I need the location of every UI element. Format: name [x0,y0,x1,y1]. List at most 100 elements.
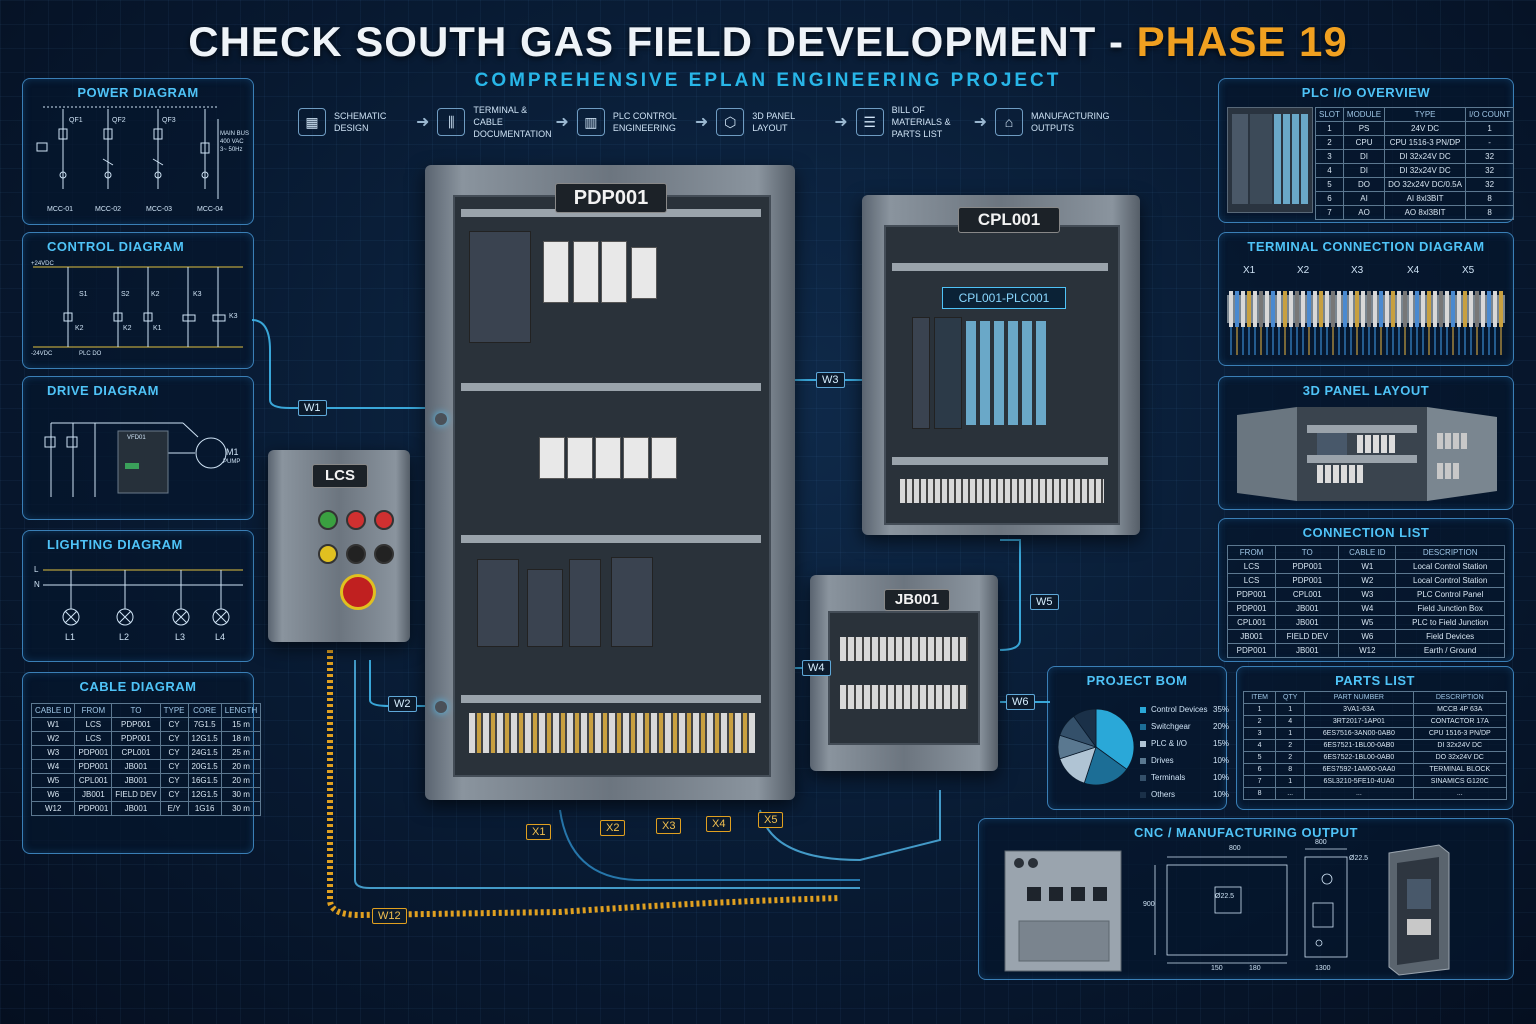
legend-label: Control Devices [1151,705,1208,714]
selector-switch[interactable] [374,544,394,564]
pie-slice-1 [1083,746,1128,786]
relay-label: K2 [123,325,132,332]
dimension-label: 180 [1249,965,1261,972]
contactor [631,247,657,299]
table-cell: JB001 [1275,643,1340,658]
table-cell: 30 m [220,801,262,816]
vfd-drive [569,559,601,647]
wire-label-w2: W2 [388,696,417,712]
relay-label: K2 [75,325,84,332]
workflow-step-plc[interactable]: ▥PLC CONTROL ENGINEERING [576,108,693,136]
panel-title: POWER DIAGRAM [77,85,199,100]
main-breaker [469,231,531,343]
power-diagram-panel[interactable]: POWER DIAGRAM QF1 QF2 QF3 MAIN BUS 400 V… [22,78,254,225]
vfd-drive [527,569,563,647]
legend-swatch [1140,740,1146,747]
plc-do-label: PLC DO [79,351,102,357]
terminal-label-x5: X5 [758,812,784,828]
3d-panel-layout-panel[interactable]: 3D PANEL LAYOUT [1218,376,1514,510]
plc-rack-image [1227,107,1313,213]
start-button[interactable] [318,510,338,530]
plc-cpu [934,317,962,429]
stop-button[interactable] [346,510,366,530]
wire-w1 [251,319,440,409]
supply-negative-label: -24VDC [31,351,53,357]
control-diagram-panel[interactable]: CONTROL DIAGRAM +24VDC -24VDC S1 S2 K2 K… [22,232,254,369]
table-cell: ... [1304,787,1414,800]
lighting-diagram-panel[interactable]: LIGHTING DIAGRAM L N L1 L2 L3 L4 [22,530,254,662]
switch-label: S2 [121,291,130,298]
stop-button[interactable] [374,510,394,530]
title-accent: PHASE 19 [1136,18,1348,65]
legend-swatch [1140,723,1146,730]
panel-title: CNC / MANUFACTURING OUTPUT [1134,825,1358,840]
workflow-label: BILL OF MATERIALS & PARTS LIST [891,105,951,139]
panel-title: 3D PANEL LAYOUT [1302,383,1430,398]
terminal-icon: ⫼ [437,108,466,136]
vfd-label: VFD01 [127,435,146,441]
plc-io-module [1036,321,1046,425]
terminal-connection-panel[interactable]: TERMINAL CONNECTION DIAGRAM X1 X2 X3 X4 … [1218,232,1514,366]
pdp001-interior [453,195,771,777]
wire-label-w6: W6 [1006,694,1035,710]
table-cell: AO 8xl3BIT [1384,205,1466,220]
wire-label-w3: W3 [816,372,845,388]
workflow-step-3d[interactable]: ⬡3D PANEL LAYOUT [716,108,832,136]
cpl001-interior [884,225,1120,525]
drive-diagram-panel[interactable]: DRIVE DIAGRAM VFD01 M1 PUMP [22,376,254,520]
workflow-step-bom[interactable]: ☰BILL OF MATERIALS & PARTS LIST [855,104,972,140]
panel-title: CONNECTION LIST [1302,525,1430,540]
workflow-step-manufacturing[interactable]: ⌂MANUFACTURING OUTPUTS [995,108,1111,136]
selector-switch[interactable] [346,544,366,564]
table-cell: AO [1342,205,1386,220]
table-cell: W12 [1338,643,1397,658]
pdp001-cabinet[interactable]: PDP001 [425,165,795,800]
workflow-step-schematic[interactable]: ▦SCHEMATIC DESIGN [298,108,414,136]
lamp-label: L1 [65,632,76,642]
pump-label: PUMP [223,459,241,465]
strip-label: X2 [1297,265,1310,276]
arrow-right-icon: ➜ [694,114,709,131]
table-cell: ... [1275,787,1306,800]
pie-slice-0 [1095,708,1135,770]
lamp-label: L2 [119,632,130,642]
cnc-output-panel[interactable]: CNC / MANUFACTURING OUTPUT 800 900 Ø22.5… [978,818,1514,980]
strip-label: X5 [1462,265,1475,276]
workflow-step-terminal[interactable]: ⫼TERMINAL & CABLE DOCUMENTATION [437,104,553,140]
lighting-schematic [43,569,243,626]
page-subtitle: COMPREHENSIVE EPLAN ENGINEERING PROJECT [474,70,1062,91]
legend-value: 10% [1213,756,1230,765]
cpl001-cabinet[interactable]: CPL001 CPL001-PLC001 [862,195,1140,535]
table-row: 8......... [1242,787,1508,800]
emergency-stop-button[interactable] [340,574,376,610]
plc-io-module [1022,321,1032,425]
jb001-junction-box[interactable]: JB001 [810,575,998,771]
lamp-label: L4 [215,632,226,642]
table-cell: 1 [1464,121,1515,136]
qf1-label: QF1 [69,117,83,124]
arrow-right-icon: ➜ [416,114,430,131]
plc-tag-label: CPL001-PLC001 [942,287,1066,309]
mcc-label: MCC-03 [146,206,173,213]
lcs-station[interactable]: LCS [268,450,410,642]
wire-w12 [327,650,841,919]
